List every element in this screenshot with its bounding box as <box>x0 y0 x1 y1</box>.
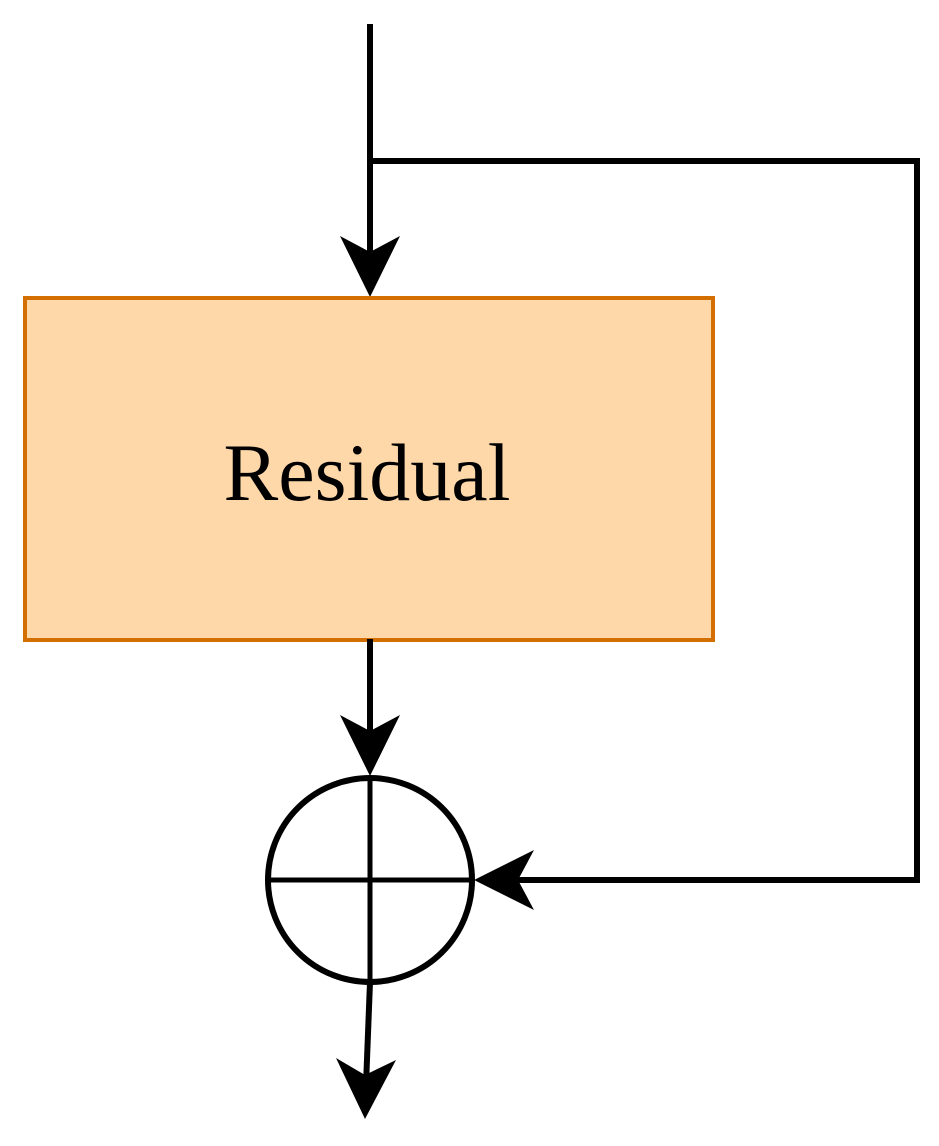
skip-connection-arrowhead <box>474 850 534 910</box>
residual-block-label: Residual <box>224 427 511 518</box>
skip-connection-line <box>367 158 920 883</box>
input-arrowhead <box>340 236 400 297</box>
block-output-arrowhead <box>340 715 400 776</box>
sum-node <box>265 775 475 985</box>
output-line <box>362 978 374 1089</box>
residual-block <box>23 296 715 642</box>
output-arrowhead <box>336 1058 396 1119</box>
